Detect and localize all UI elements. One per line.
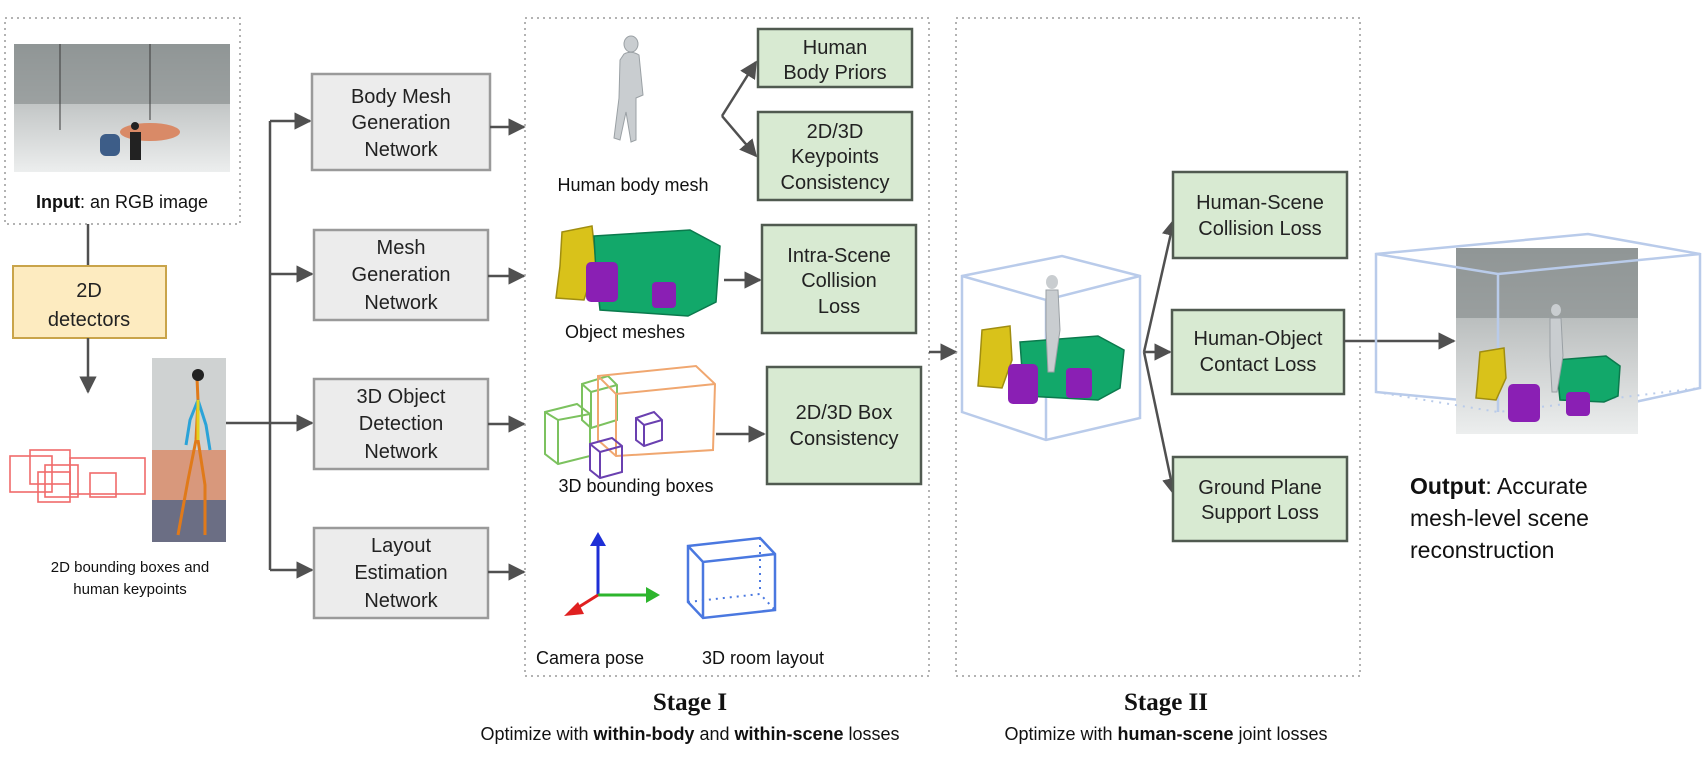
bbox-caption-line-1: 2D bounding boxes and — [51, 559, 209, 576]
input-rgb-image — [14, 44, 230, 172]
network-label-line: Network — [364, 441, 438, 463]
network-label-line: Estimation — [354, 562, 447, 584]
loss-label-line: Consistency — [781, 172, 890, 194]
object-meshes-figure — [555, 225, 721, 317]
output-caption-line-2: mesh-level scene — [1410, 505, 1589, 531]
loss-label-line: 2D/3D — [807, 121, 864, 143]
loss-human-body-priors: Human Body Priors — [756, 27, 914, 89]
arrow-to-keypoints — [721, 115, 758, 158]
loss-label-line: Support Loss — [1201, 502, 1319, 524]
input-caption: Input: an RGB image — [36, 192, 208, 212]
room-layout-cube-icon — [686, 536, 777, 620]
stage-2-subtitle: Optimize with human-scene joint losses — [1004, 724, 1327, 744]
network-mesh-generation: Mesh Generation Network — [312, 228, 490, 322]
loss-intra-scene-collision: Intra-Scene Collision Loss — [760, 223, 918, 335]
loss-label-line: 2D/3D Box — [796, 402, 893, 424]
network-label-line: Detection — [359, 413, 444, 435]
branch-connector — [226, 112, 314, 579]
network-output-arrows — [488, 118, 526, 581]
stage-1-subtitle: Optimize with within-body and within-sce… — [480, 724, 899, 744]
stage-2-scene-figure — [960, 254, 1142, 442]
input-panel: Input: an RGB image — [4, 17, 241, 225]
caption-camera-pose: Camera pose — [536, 648, 644, 668]
loss-keypoints-consistency: 2D/3D Keypoints Consistency — [756, 110, 914, 202]
output-caption-line-3: reconstruction — [1410, 537, 1554, 563]
network-3d-object-detection: 3D Object Detection Network — [312, 377, 490, 471]
detector-line-2: detectors — [48, 309, 130, 331]
3d-bounding-boxes-figure — [544, 364, 717, 480]
loss-label-line: Loss — [818, 296, 860, 318]
network-body-mesh: Body Mesh Generation Network — [310, 72, 492, 172]
loss-label-line: Collision Loss — [1198, 218, 1321, 240]
network-label-line: Network — [364, 139, 438, 161]
stage-2-title: Stage II — [1124, 689, 1208, 716]
stage-1-panel: Human body mesh Human Body Priors 2D/3D … — [524, 17, 930, 677]
network-label-line: 3D Object — [357, 386, 446, 408]
network-label-line: Network — [364, 590, 438, 612]
2d-bounding-boxes-illustration — [9, 449, 146, 503]
loss-label-line: Human — [803, 37, 867, 59]
caption-3d-room-layout: 3D room layout — [702, 648, 824, 668]
network-label-line: Mesh — [377, 237, 426, 259]
stage-2-branch-arrows — [1142, 218, 1180, 496]
loss-human-scene-collision: Human-Scene Collision Loss — [1171, 170, 1349, 260]
bbox-caption-line-2: human keypoints — [73, 581, 186, 598]
network-label-line: Generation — [352, 264, 451, 286]
loss-human-object-contact: Human-Object Contact Loss — [1170, 308, 1346, 396]
network-label-line: Generation — [352, 112, 451, 134]
loss-label-line: Consistency — [790, 428, 899, 450]
network-label-line: Layout — [371, 535, 431, 557]
arrow-to-body-priors — [720, 60, 758, 117]
stage-1-title: Stage I — [653, 689, 727, 716]
loss-label-line: Ground Plane — [1198, 477, 1321, 499]
loss-label-line: Collision — [801, 270, 877, 292]
network-label-line: Network — [364, 292, 438, 314]
loss-label-line: Contact Loss — [1200, 354, 1317, 376]
loss-label-line: Keypoints — [791, 146, 879, 168]
caption-object-meshes: Object meshes — [565, 322, 685, 342]
keypoints-image — [152, 358, 226, 542]
output-reconstruction-figure — [1374, 232, 1702, 434]
loss-ground-plane-support: Ground Plane Support Loss — [1171, 455, 1349, 543]
camera-pose-axes-icon — [564, 532, 660, 616]
loss-box-consistency: 2D/3D Box Consistency — [765, 365, 923, 486]
caption-human-body-mesh: Human body mesh — [557, 175, 708, 195]
loss-label-line: Body Priors — [783, 62, 886, 84]
loss-label-line: Intra-Scene — [787, 245, 890, 267]
caption-3d-bounding-boxes: 3D bounding boxes — [558, 476, 713, 496]
loss-label-line: Human-Object — [1194, 328, 1323, 350]
network-label-line: Body Mesh — [351, 86, 451, 108]
loss-label-line: Human-Scene — [1196, 192, 1324, 214]
detector-box: 2D detectors — [12, 265, 167, 339]
network-layout-estimation: Layout Estimation Network — [312, 526, 490, 620]
human-body-mesh-figure — [613, 35, 644, 143]
detector-line-1: 2D — [76, 280, 102, 302]
stage-2-panel: Human-Scene Collision Loss Human-Object … — [955, 17, 1361, 677]
output-caption-line-1: Output: Accurate — [1410, 473, 1588, 499]
